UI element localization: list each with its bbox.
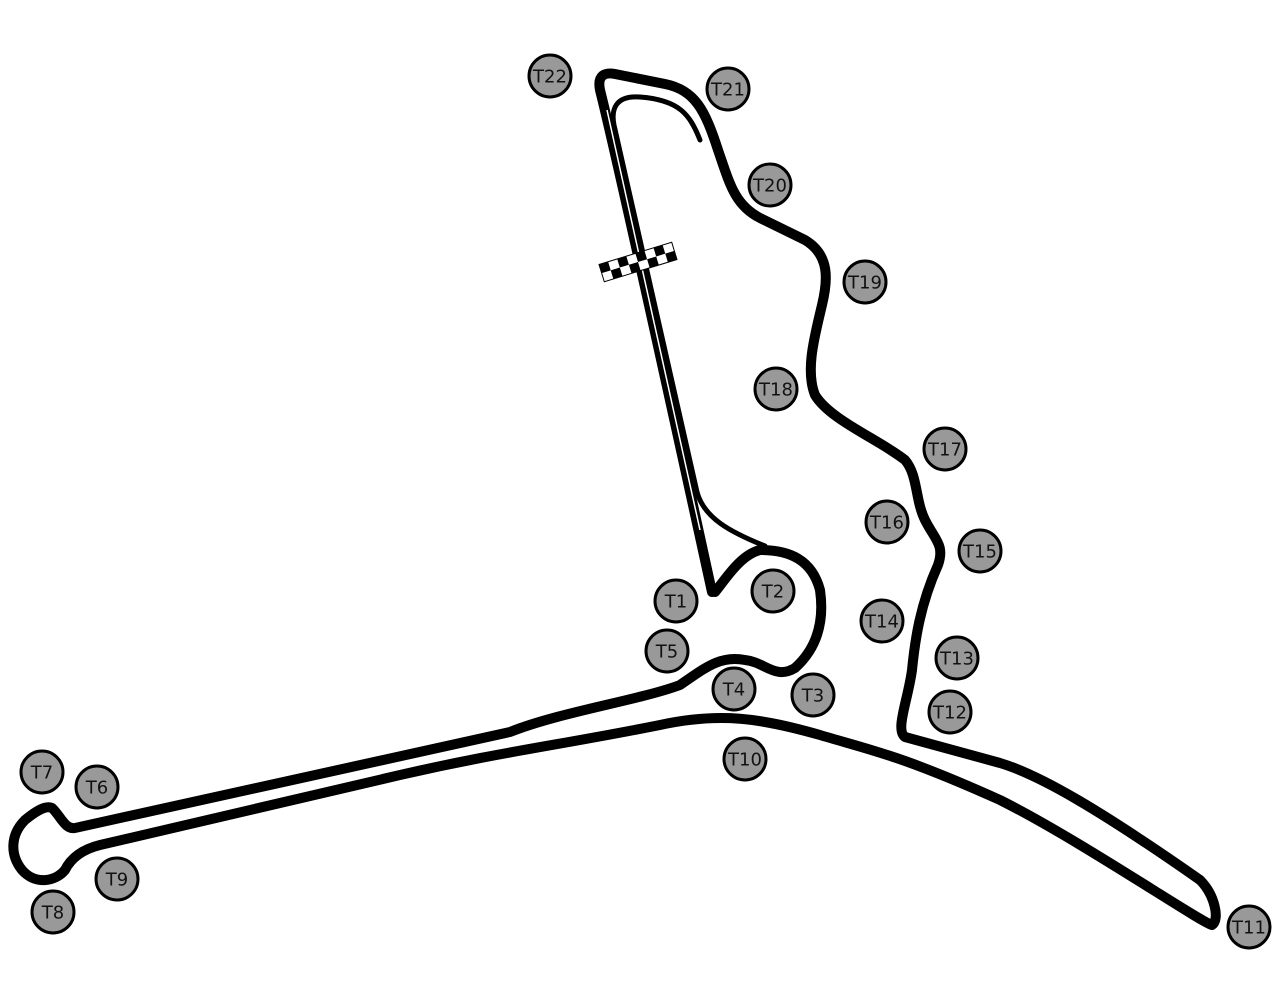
turn-marker-t15: T15 bbox=[957, 528, 1003, 574]
turn-marker-t7: T7 bbox=[19, 749, 65, 795]
turn-label: T18 bbox=[758, 380, 793, 401]
turn-label: T2 bbox=[761, 582, 784, 603]
turn-label: T5 bbox=[655, 642, 678, 663]
turn-label: T16 bbox=[869, 513, 904, 534]
turn-label: T3 bbox=[801, 686, 824, 707]
turn-marker-circle bbox=[922, 426, 968, 472]
pit-lane bbox=[610, 94, 768, 549]
turn-label: T19 bbox=[847, 273, 882, 294]
turn-label: T21 bbox=[710, 80, 745, 101]
turn-marker-circle bbox=[527, 53, 573, 99]
turn-marker-t18: T18 bbox=[753, 366, 799, 412]
flag-square bbox=[647, 256, 659, 268]
race-track bbox=[8, 68, 1221, 930]
pit-wall-gap bbox=[606, 109, 701, 531]
turn-marker-t20: T20 bbox=[747, 162, 793, 208]
turn-marker-t3: T3 bbox=[790, 672, 836, 718]
turn-label: T11 bbox=[1231, 918, 1266, 939]
turn-label: T12 bbox=[932, 703, 967, 724]
flag-square bbox=[599, 261, 611, 274]
turn-marker-t13: T13 bbox=[934, 635, 980, 681]
turn-label: T15 bbox=[962, 542, 997, 563]
turn-marker-circle bbox=[705, 66, 751, 112]
turn-marker-circle bbox=[94, 856, 140, 902]
flag-square bbox=[665, 250, 677, 263]
turn-marker-circle bbox=[1226, 904, 1272, 950]
turn-marker-t10: T10 bbox=[722, 736, 768, 782]
flag-square bbox=[635, 250, 648, 262]
turn-marker-circle bbox=[653, 578, 699, 624]
turn-marker-t19: T19 bbox=[842, 259, 888, 305]
turn-marker-t8: T8 bbox=[30, 889, 76, 935]
turn-label: T14 bbox=[864, 612, 899, 633]
turn-marker-t1: T1 bbox=[653, 578, 699, 624]
turn-marker-t14: T14 bbox=[859, 598, 905, 644]
turn-marker-t2: T2 bbox=[750, 568, 796, 614]
turn-marker-t21: T21 bbox=[705, 66, 751, 112]
turn-label: T8 bbox=[41, 903, 64, 924]
flag-square bbox=[628, 262, 641, 274]
turn-marker-circle bbox=[842, 259, 888, 305]
turn-marker-circle bbox=[790, 672, 836, 718]
turn-label: T13 bbox=[939, 649, 974, 670]
turn-label: T7 bbox=[30, 763, 53, 784]
turn-label: T22 bbox=[532, 67, 567, 88]
turn-marker-t5: T5 bbox=[644, 628, 690, 674]
turn-marker-circle bbox=[74, 764, 120, 810]
turn-marker-circle bbox=[864, 499, 910, 545]
checkered-flag-icon bbox=[598, 241, 678, 283]
turn-marker-circle bbox=[711, 666, 757, 712]
turn-marker-circle bbox=[722, 736, 768, 782]
flag-square bbox=[610, 267, 623, 279]
turn-marker-t12: T12 bbox=[927, 689, 973, 735]
turn-marker-t17: T17 bbox=[922, 426, 968, 472]
turn-marker-circle bbox=[19, 749, 65, 795]
turn-marker-circle bbox=[30, 889, 76, 935]
turn-marker-circle bbox=[859, 598, 905, 644]
turn-marker-t6: T6 bbox=[74, 764, 120, 810]
flag-square bbox=[653, 245, 666, 257]
turn-marker-circle bbox=[644, 628, 690, 674]
turn-label: T17 bbox=[927, 440, 962, 461]
turn-marker-circle bbox=[927, 689, 973, 735]
turn-label: T6 bbox=[85, 778, 108, 799]
turn-marker-circle bbox=[957, 528, 1003, 574]
turn-marker-circle bbox=[747, 162, 793, 208]
turn-marker-t11: T11 bbox=[1226, 904, 1272, 950]
turn-marker-circle bbox=[750, 568, 796, 614]
turn-marker-circle bbox=[934, 635, 980, 681]
turn-label: T10 bbox=[727, 750, 762, 771]
turn-label: T9 bbox=[105, 870, 128, 891]
turn-marker-t9: T9 bbox=[94, 856, 140, 902]
turn-marker-t4: T4 bbox=[711, 666, 757, 712]
turn-label: T4 bbox=[722, 680, 745, 701]
turn-marker-circle bbox=[753, 366, 799, 412]
turn-label: T1 bbox=[664, 592, 687, 613]
turn-marker-t16: T16 bbox=[864, 499, 910, 545]
flag-square bbox=[617, 256, 629, 268]
turn-marker-t22: T22 bbox=[527, 53, 573, 99]
turn-label: T20 bbox=[752, 176, 787, 197]
